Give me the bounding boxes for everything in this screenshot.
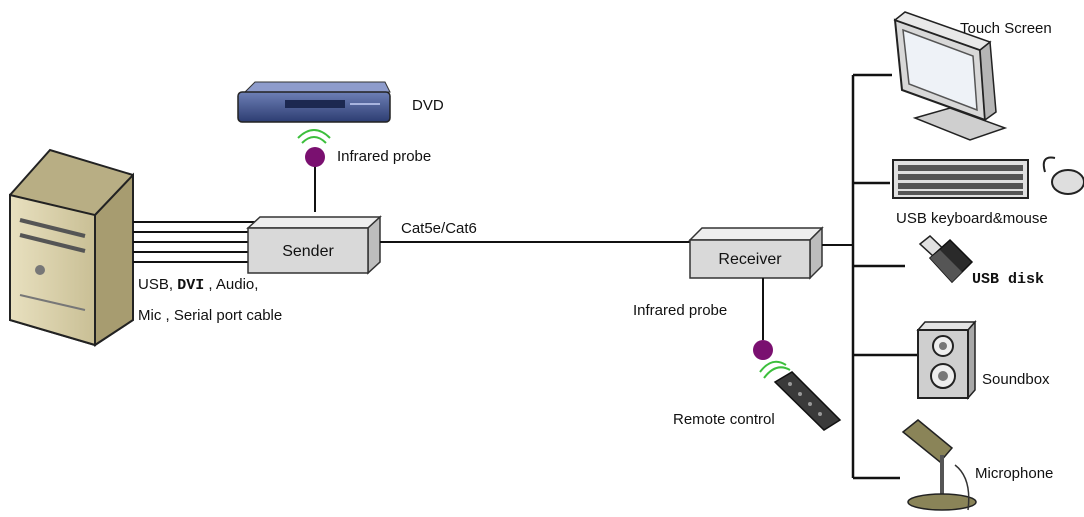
infrared-probe-icon (297, 129, 331, 212)
remote-control-icon (773, 371, 842, 431)
pc-cables-label-line1: USB, DVI , Audio, (138, 276, 259, 294)
infrared-probe-bottom-label: Infrared probe (633, 302, 728, 319)
soundbox-label: Soundbox (982, 371, 1050, 388)
speaker-icon (916, 320, 977, 400)
usb-disk-label: USB disk (972, 271, 1045, 288)
dvd-label: DVD (412, 97, 444, 114)
monitor-icon (893, 11, 1008, 141)
pc-tower-icon (9, 148, 134, 347)
receiver-label: Receiver (718, 251, 782, 268)
keyboard-mouse-label: USB keyboard&mouse (896, 210, 1048, 227)
infrared-probe-icon (753, 340, 791, 379)
microphone-icon (901, 419, 977, 511)
infrared-probe-top-label: Infrared probe (337, 148, 432, 165)
sender-label: Sender (282, 243, 334, 260)
pc-cables (133, 221, 258, 263)
cable-label: Cat5e/Cat6 (401, 220, 477, 237)
keyboard-icon (892, 159, 1029, 199)
microphone-label: Microphone (975, 465, 1054, 482)
sender-box: Sender (246, 215, 382, 275)
mouse-icon (1042, 156, 1084, 195)
usb-disk-icon (918, 235, 974, 284)
receiver-box: Receiver (688, 226, 824, 280)
output-bus (851, 73, 918, 480)
remote-control-label: Remote control (673, 411, 775, 428)
dvd-player-icon (237, 81, 391, 123)
pc-cables-label-line2: Mic , Serial port cable (138, 307, 283, 324)
touch-screen-label: Touch Screen (960, 20, 1052, 37)
